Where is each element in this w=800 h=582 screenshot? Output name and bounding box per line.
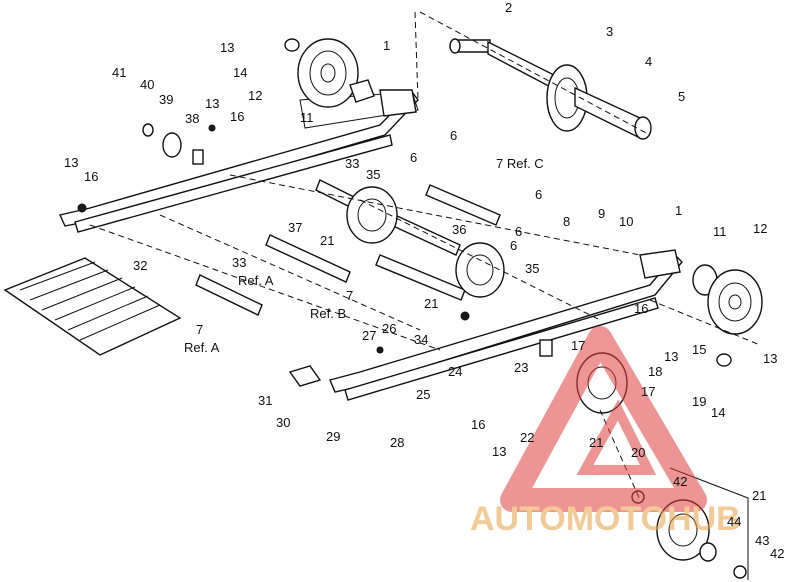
callout-3: 3 xyxy=(606,24,613,39)
left-hardware xyxy=(77,123,216,213)
watermark-triangle xyxy=(500,326,707,512)
callout-32: 32 xyxy=(133,258,147,273)
callout-7: 7 xyxy=(196,322,203,337)
right-slide-rail xyxy=(329,249,683,401)
callout-16: 16 xyxy=(230,109,244,124)
callout-6: 6 xyxy=(450,128,457,143)
callout-13: 13 xyxy=(220,40,234,55)
callout-6: 6 xyxy=(510,238,517,253)
callout-21: 21 xyxy=(320,233,334,248)
callout-33: 33 xyxy=(345,156,359,171)
callout-1: 1 xyxy=(383,38,390,53)
watermark-logo: AUTOMOTOHUB xyxy=(470,326,741,538)
callout-34: 34 xyxy=(414,332,428,347)
callout-17: 17 xyxy=(571,338,585,353)
watermark-inner-triangle xyxy=(576,399,657,475)
callout-21: 21 xyxy=(589,435,603,450)
callout-14: 14 xyxy=(233,65,247,80)
callout-5: 5 xyxy=(678,89,685,104)
callout-21: 21 xyxy=(752,488,766,503)
callout-19: 19 xyxy=(692,394,706,409)
callout-7: 7 xyxy=(346,288,353,303)
cross-shafts xyxy=(195,179,501,316)
callout-13: 13 xyxy=(763,351,777,366)
callout-16: 16 xyxy=(634,301,648,316)
callout-6: 6 xyxy=(515,224,522,239)
callout-41: 41 xyxy=(112,65,126,80)
callout-10: 10 xyxy=(619,214,633,229)
slide-pad xyxy=(3,257,182,356)
callout-6: 6 xyxy=(410,150,417,165)
callout-36: 36 xyxy=(452,222,466,237)
callout-12: 12 xyxy=(753,221,767,236)
callout-39: 39 xyxy=(159,92,173,107)
callout-2: 2 xyxy=(505,0,512,15)
callout-16: 16 xyxy=(471,417,485,432)
callout-ref-b: Ref. B xyxy=(310,306,346,321)
callout-42: 42 xyxy=(673,474,687,489)
callout-ref-a: Ref. A xyxy=(184,340,220,355)
callout-43: 43 xyxy=(755,533,769,548)
callout-13: 13 xyxy=(64,155,78,170)
callout-42: 42 xyxy=(770,546,784,561)
callout-labels: 2 3 4 5 1 13 14 12 11 41 40 39 13 38 16 … xyxy=(64,0,784,561)
callout-16: 16 xyxy=(84,169,98,184)
callout-12: 12 xyxy=(248,88,262,103)
callout-24: 24 xyxy=(448,364,462,379)
callout-35: 35 xyxy=(525,261,539,276)
callout-1: 1 xyxy=(675,203,682,218)
rear-axle-assembly xyxy=(449,38,652,140)
callout-28: 28 xyxy=(390,435,404,450)
callout-17: 17 xyxy=(641,384,655,399)
callout-15: 15 xyxy=(692,342,706,357)
callout-6: 6 xyxy=(535,187,542,202)
callout-26: 26 xyxy=(382,321,396,336)
callout-11: 11 xyxy=(713,224,727,239)
callout-23: 23 xyxy=(514,360,528,375)
callout-20: 20 xyxy=(631,445,645,460)
middle-idler-wheels xyxy=(346,186,505,298)
callout-4: 4 xyxy=(645,54,652,69)
callout-25: 25 xyxy=(416,387,430,402)
callout-44: 44 xyxy=(727,514,741,529)
callout-18: 18 xyxy=(648,364,662,379)
left-slide-rail xyxy=(59,89,419,233)
callout-27: 27 xyxy=(362,328,376,343)
callout-21: 21 xyxy=(424,296,438,311)
callout-35: 35 xyxy=(366,167,380,182)
callout-40: 40 xyxy=(140,77,154,92)
upper-idler-wheel xyxy=(284,38,375,108)
callout-9: 9 xyxy=(598,206,605,221)
callout-13: 13 xyxy=(205,96,219,111)
callout-37: 37 xyxy=(288,220,302,235)
callout-33: 33 xyxy=(232,255,246,270)
callout-22: 22 xyxy=(520,430,534,445)
callout-38: 38 xyxy=(185,111,199,126)
callout-8: 8 xyxy=(563,214,570,229)
callout-7-ref-c: 7 Ref. C xyxy=(496,156,544,171)
callout-14: 14 xyxy=(711,405,725,420)
right-idler-wheel xyxy=(692,264,763,335)
watermark-text: AUTOMOTOHUB xyxy=(470,500,741,538)
callout-13: 13 xyxy=(664,349,678,364)
callout-30: 30 xyxy=(276,415,290,430)
callout-13: 13 xyxy=(492,444,506,459)
callout-29: 29 xyxy=(326,429,340,444)
callout-31: 31 xyxy=(258,393,272,408)
callout-11: 11 xyxy=(300,110,314,125)
reference-lines xyxy=(89,11,761,580)
callout-ref-a: Ref. A xyxy=(238,273,274,288)
